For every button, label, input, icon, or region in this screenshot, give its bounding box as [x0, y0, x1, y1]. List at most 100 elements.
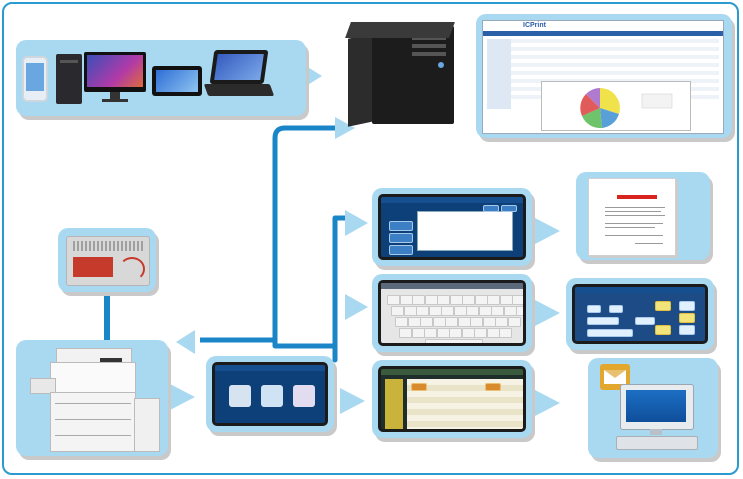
keyboard-key[interactable] — [503, 306, 517, 316]
keyboard-key[interactable] — [461, 328, 475, 338]
keypad-button[interactable] — [655, 325, 671, 335]
keyboard-key[interactable] — [441, 306, 454, 316]
app-tile-3[interactable] — [293, 385, 315, 407]
side-button[interactable] — [389, 245, 413, 255]
card-reader-icon — [66, 236, 150, 286]
keyboard-icon — [378, 280, 526, 346]
keyboard-key[interactable] — [407, 317, 421, 327]
touch-panel-icon — [212, 362, 328, 426]
keyboard-key[interactable] — [437, 295, 450, 305]
keyboard-key[interactable] — [453, 306, 467, 316]
keyboard-key[interactable] — [391, 306, 404, 316]
keyboard-key[interactable] — [387, 295, 400, 305]
keyboard-key[interactable] — [462, 295, 475, 305]
keypad-button[interactable] — [587, 305, 601, 313]
keyboard-key[interactable] — [466, 306, 479, 316]
side-button[interactable] — [389, 221, 413, 231]
keypad-button[interactable] — [587, 317, 619, 325]
keyboard-key[interactable] — [449, 328, 462, 338]
keypad-button[interactable] — [609, 305, 623, 313]
keyboard-key[interactable] — [491, 306, 504, 316]
pie-slice — [582, 108, 602, 129]
software-panel: ICPrint — [476, 14, 732, 138]
connector-branch — [332, 215, 345, 360]
input-area[interactable] — [417, 211, 513, 251]
keyboard-key[interactable] — [482, 317, 496, 327]
pie-slice — [600, 88, 620, 114]
keyboard-key[interactable] — [424, 295, 438, 305]
keyboard-key[interactable] — [420, 317, 433, 327]
nfc-icon — [119, 257, 145, 281]
keyboard-key[interactable] — [499, 328, 512, 338]
panel-login — [372, 188, 532, 266]
connector-up-to-server — [272, 125, 338, 363]
app-tile-2[interactable] — [261, 385, 283, 407]
top-button[interactable] — [501, 205, 517, 212]
keyboard-key[interactable] — [507, 317, 521, 327]
keyboard-key[interactable] — [436, 328, 450, 338]
diagram-frame — [2, 2, 739, 475]
keyboard-key[interactable] — [399, 328, 412, 338]
keyboard-key[interactable] — [487, 295, 500, 305]
server-tower-icon — [345, 22, 460, 127]
touch-panel-container — [206, 356, 334, 432]
keyboard-key[interactable] — [486, 328, 500, 338]
settings-button[interactable] — [411, 383, 427, 391]
arrow-to-printer — [176, 330, 195, 354]
keypad-button[interactable] — [679, 325, 695, 335]
card-label — [73, 257, 113, 277]
keyboard-key[interactable] — [412, 295, 425, 305]
arrow-panel3-to-computer — [535, 390, 560, 416]
doc-title — [617, 195, 657, 199]
keyboard-key[interactable] — [516, 306, 523, 316]
keyboard-key[interactable] — [457, 317, 471, 327]
app-title: ICPrint — [523, 22, 546, 29]
top-button[interactable] — [483, 205, 499, 212]
keyboard-key[interactable] — [428, 306, 442, 316]
multifunction-printer-icon — [30, 348, 160, 452]
space-key[interactable] — [425, 339, 483, 343]
app-toolbar — [483, 31, 723, 36]
keyboard-key[interactable] — [395, 317, 408, 327]
keypad-button[interactable] — [587, 329, 633, 337]
keyboard-key[interactable] — [470, 317, 483, 327]
keyboard-key[interactable] — [403, 306, 417, 316]
arrow-to-panel-1 — [345, 210, 368, 236]
tablet-icon — [152, 66, 202, 96]
keypad-button[interactable] — [679, 301, 695, 311]
keyboard-key[interactable] — [512, 295, 523, 305]
pie-chart — [580, 88, 673, 129]
keyboard-key[interactable] — [474, 295, 488, 305]
keyboard-key[interactable] — [432, 317, 446, 327]
keyboard-key[interactable] — [499, 295, 513, 305]
keypad-button[interactable] — [635, 317, 655, 325]
devices-panel — [16, 40, 306, 116]
keyboard-key[interactable] — [416, 306, 429, 316]
keyboard-key[interactable] — [478, 306, 492, 316]
login-screen — [378, 194, 526, 260]
keypad-panel — [566, 278, 714, 350]
settings-button[interactable] — [485, 383, 501, 391]
keyboard-key[interactable] — [411, 328, 425, 338]
keypad-screen — [572, 284, 708, 344]
keypad-button[interactable] — [679, 313, 695, 323]
computer-icon — [614, 374, 698, 454]
side-button[interactable] — [389, 233, 413, 243]
panel-keyboard — [372, 274, 532, 352]
keyboard-key[interactable] — [449, 295, 463, 305]
document-icon — [588, 178, 676, 256]
keyboard-key[interactable] — [495, 317, 508, 327]
pie-slice — [580, 94, 600, 116]
keyboard-key[interactable] — [445, 317, 458, 327]
arrow-touch-to-panel-3 — [340, 388, 365, 414]
pie-slice — [586, 88, 600, 108]
keyboard-key[interactable] — [474, 328, 487, 338]
app-tile-1[interactable] — [229, 385, 251, 407]
chart-subwindow — [541, 81, 691, 131]
app-window: ICPrint — [482, 20, 724, 134]
keypad-button[interactable] — [655, 301, 671, 311]
desktop-tower-icon — [56, 54, 82, 104]
keyboard-key[interactable] — [424, 328, 437, 338]
keyboard-key[interactable] — [399, 295, 413, 305]
